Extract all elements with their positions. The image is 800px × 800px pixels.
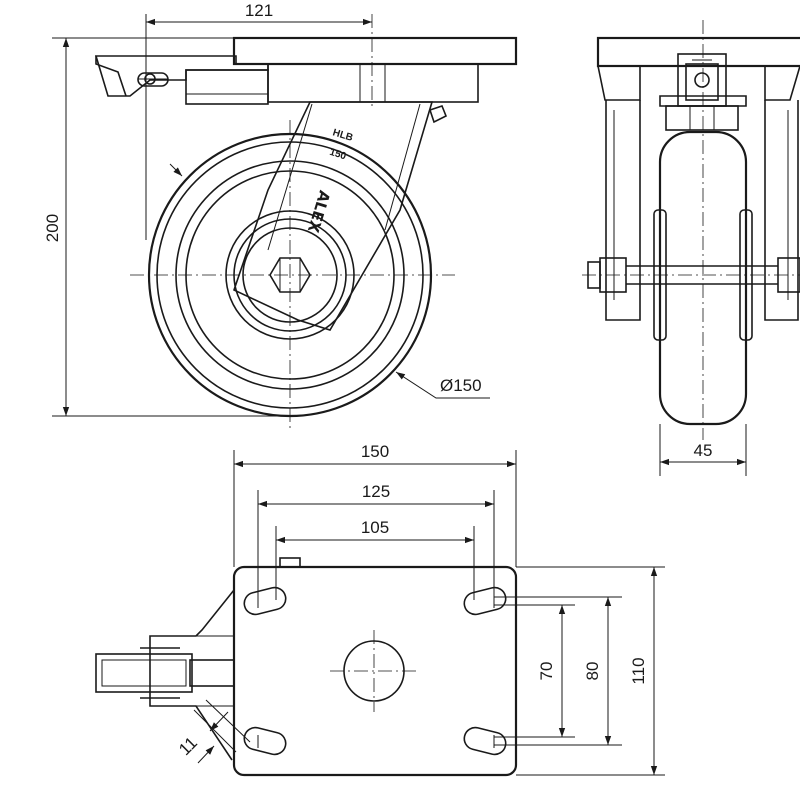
dim-125: 125: [362, 482, 390, 501]
dim-70: 70: [537, 662, 556, 681]
dim-105: 105: [361, 518, 389, 537]
dim-200: 200: [43, 214, 62, 242]
top-plate-front: [596, 36, 800, 68]
fork-marking-150: 150: [328, 147, 348, 163]
brake-lever: [94, 55, 269, 105]
fork-plate-right: [764, 100, 799, 321]
top-plate-side: [232, 36, 518, 66]
dim-diameter: Ø150: [440, 376, 482, 395]
slot-hole-top-left: [243, 586, 287, 616]
slot-hole-bottom-right: [463, 726, 507, 756]
grease-nipple: [428, 105, 448, 124]
dim-80: 80: [583, 662, 602, 681]
dim-121: 121: [245, 1, 273, 20]
dim-11: 11: [175, 733, 201, 759]
fork-plate-left: [605, 100, 641, 321]
brand-logo: ALEX: [304, 188, 334, 235]
brake-housing-front: [659, 53, 747, 131]
swivel-head: [267, 63, 479, 103]
dim-45: 45: [694, 441, 713, 460]
front-view: 45: [582, 20, 800, 476]
side-view: HLB 150 ALEX 121 200 Ø150: [43, 1, 518, 428]
brake-top-view: [95, 557, 301, 761]
slot-hole-bottom-left: [243, 726, 287, 756]
slot-hole-top-right: [463, 586, 507, 616]
dim-110: 110: [629, 657, 648, 684]
dim-150: 150: [361, 442, 389, 461]
top-view: 150 125 105 70 80 110 11: [95, 442, 665, 777]
